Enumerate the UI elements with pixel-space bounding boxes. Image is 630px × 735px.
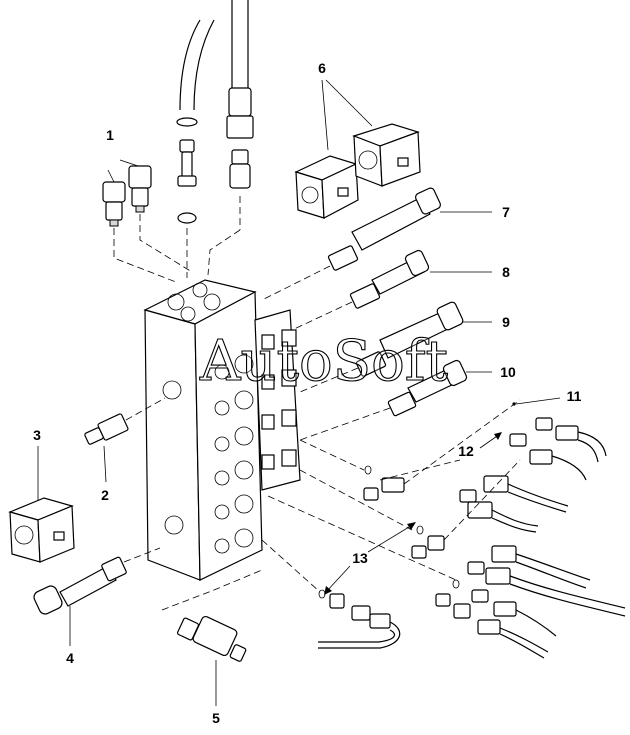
solenoid-valve-10 xyxy=(299,359,492,441)
solenoid-coil-3 xyxy=(8,446,75,563)
callout-7: 7 xyxy=(502,204,510,220)
callout-1: 1 xyxy=(106,127,114,143)
callout-2: 2 xyxy=(101,487,109,503)
callout-4: 4 xyxy=(66,650,74,666)
watermark-text: AutoSoft xyxy=(199,329,449,394)
callout-12: 12 xyxy=(458,443,474,459)
hose-row-a xyxy=(509,417,607,481)
solenoid-valve-7 xyxy=(261,187,492,301)
callout-8: 8 xyxy=(502,264,510,280)
callout-3: 3 xyxy=(33,427,41,443)
supply-hoses xyxy=(176,0,254,139)
hose-row-b xyxy=(363,475,569,533)
hose-row-e xyxy=(318,593,401,649)
hose-row-c xyxy=(411,535,626,617)
valve-body xyxy=(143,279,301,581)
callout-9: 9 xyxy=(502,314,510,330)
top-fittings xyxy=(177,139,251,278)
callout-labels: 1 2 3 4 5 6 7 8 9 10 11 12 13 xyxy=(33,60,582,726)
solenoid-coils-6 xyxy=(294,79,421,219)
pressure-switch-5 xyxy=(161,569,263,706)
hose-row-d xyxy=(435,589,557,659)
solenoid-valve-9 xyxy=(299,301,492,393)
solenoid-valve-8 xyxy=(291,249,492,331)
solenoid-valve-4 xyxy=(33,547,161,646)
port-column xyxy=(214,354,254,554)
callout-13: 13 xyxy=(352,550,368,566)
callout-10: 10 xyxy=(500,364,516,380)
relief-cartridges xyxy=(102,159,193,283)
pointer-arrows xyxy=(324,397,561,595)
callout-11: 11 xyxy=(567,388,582,404)
cartridge-2 xyxy=(84,397,166,483)
callout-6: 6 xyxy=(318,60,326,76)
callout-5: 5 xyxy=(212,710,220,726)
hose-assemblies xyxy=(261,399,626,659)
